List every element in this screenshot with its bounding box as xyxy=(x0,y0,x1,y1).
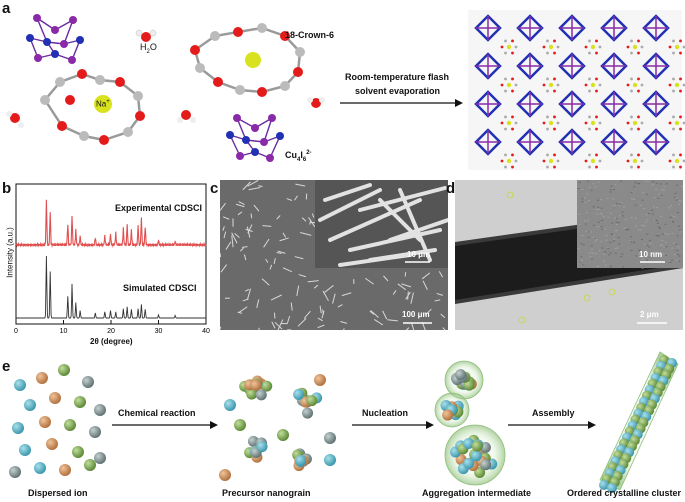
xrd-tick-label: 40 xyxy=(202,328,210,335)
tem-inset-scale: 10 nm xyxy=(639,250,663,259)
grain-atom xyxy=(293,388,305,400)
stage-ordered-crystalline-cluster: Ordered crystalline cluster xyxy=(567,488,682,498)
ion xyxy=(94,452,106,464)
xrd-ylabel: Intensity (a.u.) xyxy=(5,227,15,278)
ion xyxy=(89,426,101,438)
arrow-chemical-reaction: Chemical reaction xyxy=(118,408,196,418)
sem-inset-scale: 10 μm xyxy=(407,250,431,259)
sem-image xyxy=(220,180,448,330)
tem-image xyxy=(455,180,683,330)
arrow-text-line2: solvent evaporation xyxy=(355,86,441,96)
xrd-tick-label: 20 xyxy=(107,328,115,335)
grain-atom xyxy=(256,441,268,453)
panel-a-letter: a xyxy=(2,0,11,17)
stage-dispersed-ion: Dispersed ion xyxy=(28,488,88,498)
grain-atom xyxy=(455,369,467,381)
ion xyxy=(24,399,36,411)
simulated-curve xyxy=(16,255,206,319)
ion xyxy=(49,392,61,404)
panel-b-letter: b xyxy=(2,180,12,197)
grain-atom xyxy=(471,440,483,452)
xrd-xlabel: 2θ (degree) xyxy=(90,337,133,346)
panel-a-arrow xyxy=(340,99,463,107)
ion xyxy=(82,376,94,388)
grain-atom xyxy=(302,407,314,419)
ion xyxy=(72,446,84,458)
grain-atom xyxy=(480,459,492,471)
grain-atom xyxy=(246,388,258,400)
xrd-tick-label: 0 xyxy=(14,328,18,335)
panel-e-letter: e xyxy=(2,358,11,375)
ion xyxy=(94,404,106,416)
grain-atom xyxy=(474,467,486,479)
crown-left xyxy=(6,69,196,145)
ion xyxy=(9,466,21,478)
cluster-left-atoms xyxy=(26,14,84,64)
grain-atom xyxy=(261,380,273,392)
crown-right xyxy=(190,23,325,108)
grain-atom xyxy=(306,395,318,407)
tem-main-scale: 2 μm xyxy=(640,310,659,319)
panel-a-structures xyxy=(6,10,685,170)
grain-atom xyxy=(442,409,454,421)
experimental-curve xyxy=(15,199,207,248)
cluster-label: Cu4I62- xyxy=(285,150,312,163)
ion xyxy=(39,416,51,428)
xrd-tick-label: 10 xyxy=(60,328,68,335)
arrow-text-line1: Room-temperature flash xyxy=(345,72,450,82)
ion xyxy=(58,364,70,376)
grain-atom xyxy=(255,389,267,401)
ion xyxy=(84,459,96,471)
series-experimental-label: Experimental CDSCI xyxy=(115,203,203,213)
grain-atom xyxy=(295,454,307,466)
ion xyxy=(12,422,24,434)
panel-c-letter: c xyxy=(210,180,219,197)
water-label: H2O xyxy=(140,42,157,55)
grain-atom xyxy=(250,379,262,391)
water-molecule xyxy=(135,29,157,42)
sem-main-scale: 100 μm xyxy=(402,310,430,319)
stage-aggregation-intermediate: Aggregation intermediate xyxy=(422,488,532,498)
ion xyxy=(59,464,71,476)
growth-scheme xyxy=(9,351,679,493)
ion xyxy=(46,438,58,450)
xrd-chart: 0 10 20 30 40 xyxy=(14,183,210,335)
grain-atom xyxy=(470,450,482,462)
stage-precursor-nanograin: Precursor nanograin xyxy=(222,488,311,498)
sodium-label: Na+ xyxy=(96,99,110,109)
ion xyxy=(74,396,86,408)
ion xyxy=(14,379,26,391)
xrd-tick-label: 30 xyxy=(155,328,163,335)
crown-label: 18-Crown-6 xyxy=(285,30,335,40)
arrow-nucleation: Nucleation xyxy=(362,408,409,418)
arrow-assembly: Assembly xyxy=(532,408,575,418)
series-simulated-label: Simulated CDSCI xyxy=(123,283,197,293)
ion xyxy=(36,372,48,384)
ion xyxy=(34,462,46,474)
ion xyxy=(19,444,31,456)
ion xyxy=(64,419,76,431)
panel-d-letter: d xyxy=(446,180,456,197)
grain-atom xyxy=(463,438,475,450)
grain-atom xyxy=(463,457,475,469)
